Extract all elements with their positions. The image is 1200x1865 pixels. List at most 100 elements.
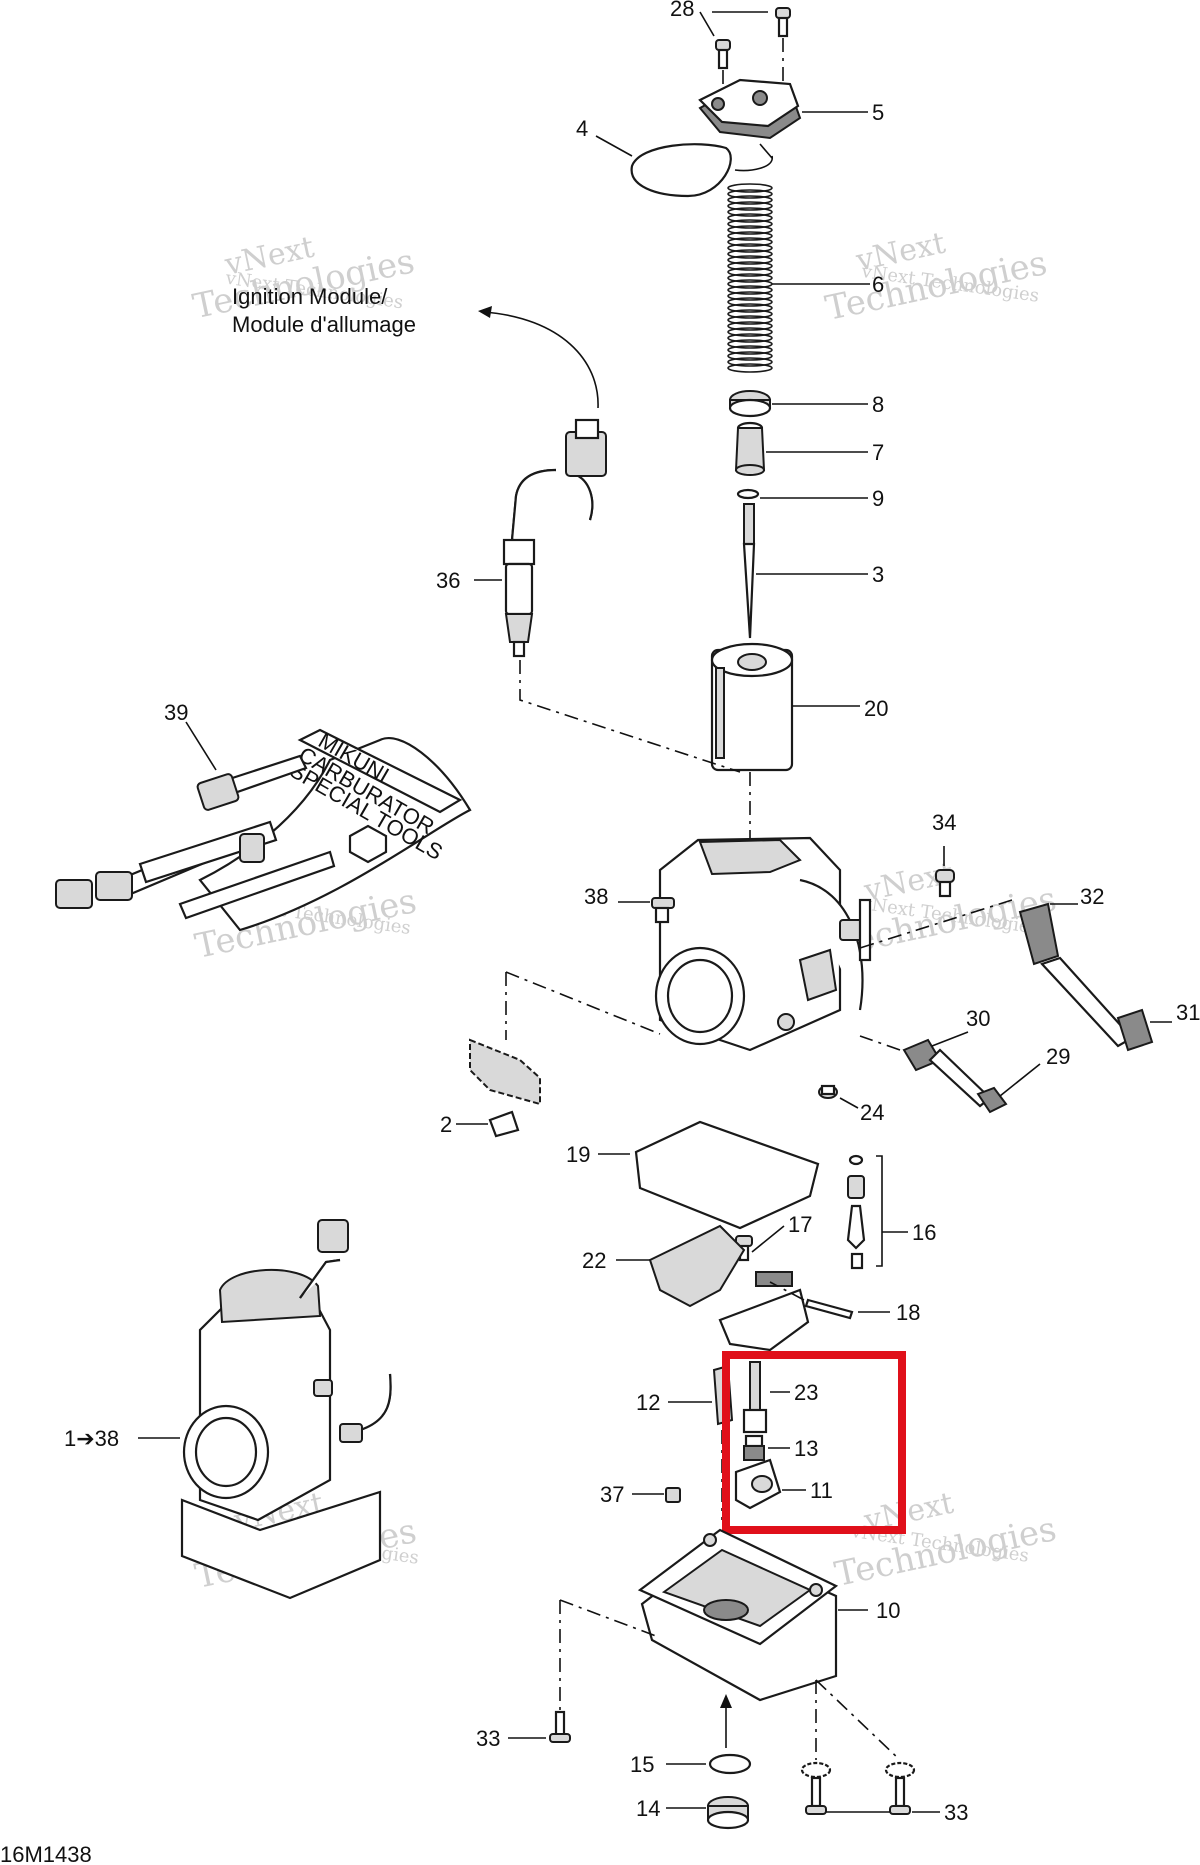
part-label-38: 38 bbox=[584, 884, 608, 909]
throttle-slide bbox=[710, 642, 794, 772]
spring-coil bbox=[727, 303, 773, 313]
spring-coil bbox=[727, 333, 773, 343]
special-tool-kit: MIKUNI CARBURATOR SPECIAL TOOLS bbox=[55, 728, 472, 932]
drain-plug bbox=[706, 1796, 750, 1830]
callout-arrow bbox=[483, 311, 599, 409]
part-label-20: 20 bbox=[864, 696, 888, 721]
spring-coil bbox=[727, 213, 773, 223]
top-cover bbox=[698, 78, 802, 140]
part-label-14: 14 bbox=[636, 1796, 660, 1821]
part-label-12: 12 bbox=[636, 1390, 660, 1415]
spring-coil bbox=[727, 195, 773, 205]
spring-coil bbox=[727, 231, 773, 241]
part-label-28: 28 bbox=[670, 0, 694, 21]
spring-coil bbox=[727, 237, 773, 247]
part-label-2: 2 bbox=[440, 1112, 452, 1137]
main-jet bbox=[743, 1434, 765, 1461]
plug-37 bbox=[665, 1487, 681, 1503]
part-label-13: 13 bbox=[794, 1436, 818, 1461]
spring-coil bbox=[727, 261, 773, 271]
cap-screw-right bbox=[775, 7, 791, 38]
bowl-screw-bottom-left bbox=[805, 1776, 827, 1815]
float-bowl bbox=[637, 1528, 839, 1702]
spring-coil bbox=[727, 297, 773, 307]
spring-coil bbox=[727, 339, 773, 349]
float-pin bbox=[804, 1298, 854, 1320]
carburetor-body bbox=[654, 836, 872, 1052]
part-label-9: 9 bbox=[872, 486, 884, 511]
part-label-7: 7 bbox=[872, 440, 884, 465]
spring-coil bbox=[727, 267, 773, 277]
watermark-top-right: vNext Technologies bbox=[822, 226, 1050, 329]
part-label-6: 6 bbox=[872, 272, 884, 297]
part-label-17: 17 bbox=[788, 1212, 812, 1237]
part-label-30: 30 bbox=[966, 1006, 990, 1031]
part-label-15: 15 bbox=[630, 1752, 654, 1777]
drawing-code: 16M1438 bbox=[0, 1842, 92, 1865]
idle-air-fitting bbox=[651, 897, 675, 924]
throttle-spring bbox=[727, 183, 773, 373]
needle-clip bbox=[736, 488, 760, 500]
highlight-box bbox=[722, 1351, 906, 1534]
spring-coil bbox=[727, 315, 773, 325]
spring-coil bbox=[727, 309, 773, 319]
part-label-11: 11 bbox=[810, 1478, 833, 1503]
bracket-2 bbox=[469, 1038, 541, 1138]
needle-valve-assembly bbox=[846, 1154, 866, 1270]
needle-holder bbox=[734, 421, 766, 476]
cover-o-ring bbox=[630, 143, 732, 198]
part-label-29: 29 bbox=[1046, 1044, 1070, 1069]
part-label-3: 3 bbox=[872, 562, 884, 587]
spring-coil bbox=[727, 327, 773, 337]
spring-coil bbox=[727, 219, 773, 229]
part-label-5: 5 bbox=[872, 100, 884, 125]
spring-coil bbox=[727, 357, 773, 367]
lock-washer-right bbox=[884, 1761, 916, 1779]
complete-carburetor-assembly bbox=[180, 1219, 392, 1600]
spring-coil bbox=[727, 285, 773, 295]
ignition-module-label: Ignition Module/ bbox=[232, 284, 388, 309]
spring-coil bbox=[727, 291, 773, 301]
part-label-31: 31 bbox=[1176, 1000, 1200, 1025]
spring-coil bbox=[727, 351, 773, 361]
bowl-screw-bottom-right bbox=[889, 1776, 911, 1815]
idle-screw-34 bbox=[935, 869, 955, 898]
part-label-16: 16 bbox=[912, 1220, 936, 1245]
adjust-screw-32 bbox=[1018, 902, 1154, 1052]
spring-coil bbox=[727, 273, 773, 283]
ignition-module-label-fr: Module d'allumage bbox=[232, 312, 416, 337]
drain-arrowhead bbox=[720, 1694, 732, 1708]
lock-washer-left bbox=[800, 1761, 832, 1779]
part-label-32: 32 bbox=[1080, 884, 1104, 909]
part-label-34: 34 bbox=[932, 810, 956, 835]
part-label-33-left: 33 bbox=[476, 1726, 500, 1751]
part-label-1-to-38: 1➔38 bbox=[64, 1426, 119, 1451]
part-label-22: 22 bbox=[582, 1248, 606, 1273]
float bbox=[648, 1224, 810, 1352]
spring-coil bbox=[727, 321, 773, 331]
spring-coil bbox=[727, 201, 773, 211]
bowl-screw-left bbox=[549, 1710, 571, 1743]
baffle-plate bbox=[734, 1458, 782, 1510]
spring-coil bbox=[727, 255, 773, 265]
spring-coil bbox=[727, 189, 773, 199]
part-label-24: 24 bbox=[860, 1100, 884, 1125]
spring-coil bbox=[727, 183, 773, 193]
part-label-39: 39 bbox=[164, 700, 188, 725]
part-label-23: 23 bbox=[794, 1380, 818, 1405]
plug-24 bbox=[818, 1084, 838, 1099]
spring-seat bbox=[728, 390, 772, 418]
part-label-4: 4 bbox=[576, 116, 588, 141]
spring-coil bbox=[727, 363, 773, 373]
drain-plug-o-ring bbox=[708, 1753, 752, 1775]
spring-coil bbox=[727, 249, 773, 259]
spring-coil bbox=[727, 345, 773, 355]
pilot-air-screw bbox=[902, 1038, 1008, 1114]
part-label-19: 19 bbox=[566, 1142, 590, 1167]
part-label-10: 10 bbox=[876, 1598, 900, 1623]
part-label-37: 37 bbox=[600, 1482, 624, 1507]
jet-needle bbox=[742, 503, 756, 639]
spring-coil bbox=[727, 207, 773, 217]
spring-coil bbox=[727, 225, 773, 235]
